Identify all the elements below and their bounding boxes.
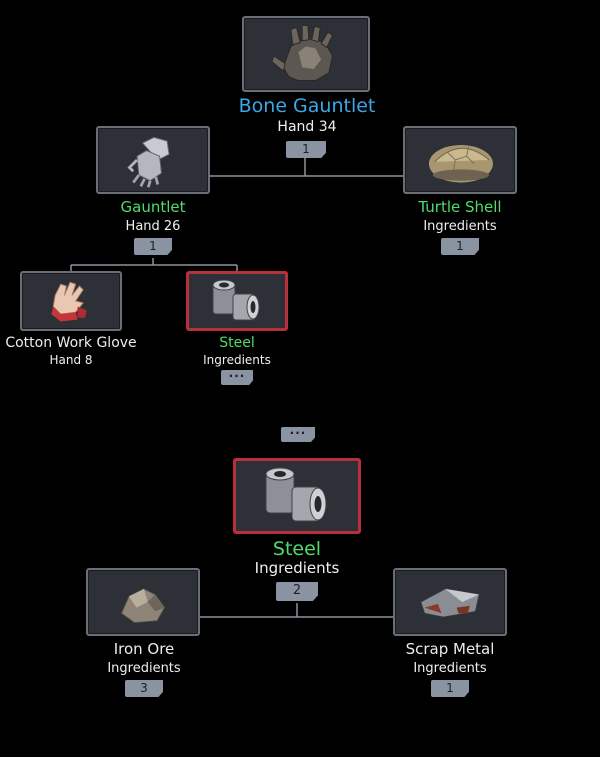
steel-slot-lower[interactable]: [233, 458, 361, 534]
turtle-shell-count-badge: 1: [441, 238, 479, 255]
gauntlet-icon: [127, 136, 170, 188]
bone-gauntlet-subtitle: Hand 34: [277, 119, 337, 135]
cotton-glove-name: Cotton Work Glove: [5, 335, 137, 351]
turtle-shell-subtitle: Ingredients: [423, 219, 497, 234]
bone-gauntlet-slot[interactable]: [242, 16, 370, 92]
scrap-metal-subtitle: Ingredients: [413, 661, 487, 676]
bone-gauntlet-count-badge: 1: [286, 141, 326, 158]
gauntlet-name: Gauntlet: [120, 198, 186, 216]
steel-subtitle-upper: Ingredients: [203, 353, 271, 367]
expand-more-badge[interactable]: ···: [281, 427, 315, 442]
iron-ore-name: Iron Ore: [113, 640, 175, 658]
turtle-shell-slot[interactable]: [403, 126, 517, 194]
scrap-metal-icon: [420, 588, 480, 618]
cotton-glove-icon: [51, 281, 87, 322]
iron-ore-icon: [120, 588, 166, 624]
steel-subtitle-lower: Ingredients: [254, 559, 340, 577]
turtle-shell-icon: [428, 144, 493, 183]
steel-slot-upper[interactable]: [186, 271, 288, 331]
iron-ore-slot[interactable]: [86, 568, 200, 636]
turtle-shell-name: Turtle Shell: [418, 198, 502, 216]
steel-name-upper: Steel: [219, 335, 255, 351]
steel-more-badge[interactable]: ···: [221, 370, 253, 385]
steel-count-badge: 2: [276, 582, 318, 601]
gauntlet-slot[interactable]: [96, 126, 210, 194]
gauntlet-count-badge: 1: [134, 238, 172, 255]
steel-icon: [212, 279, 260, 321]
cotton-glove-slot[interactable]: [20, 271, 122, 331]
bone-gauntlet-icon: [271, 25, 334, 81]
scrap-metal-slot[interactable]: [393, 568, 507, 636]
steel-icon: [265, 467, 327, 522]
cotton-glove-subtitle: Hand 8: [49, 353, 93, 367]
scrap-metal-name: Scrap Metal: [405, 640, 495, 658]
gauntlet-subtitle: Hand 26: [125, 219, 181, 234]
bone-gauntlet-name: Bone Gauntlet: [238, 95, 376, 117]
steel-name-lower: Steel: [272, 538, 322, 560]
iron-ore-subtitle: Ingredients: [107, 661, 181, 676]
scrap-metal-count-badge: 1: [431, 680, 469, 697]
iron-ore-count-badge: 3: [125, 680, 163, 697]
